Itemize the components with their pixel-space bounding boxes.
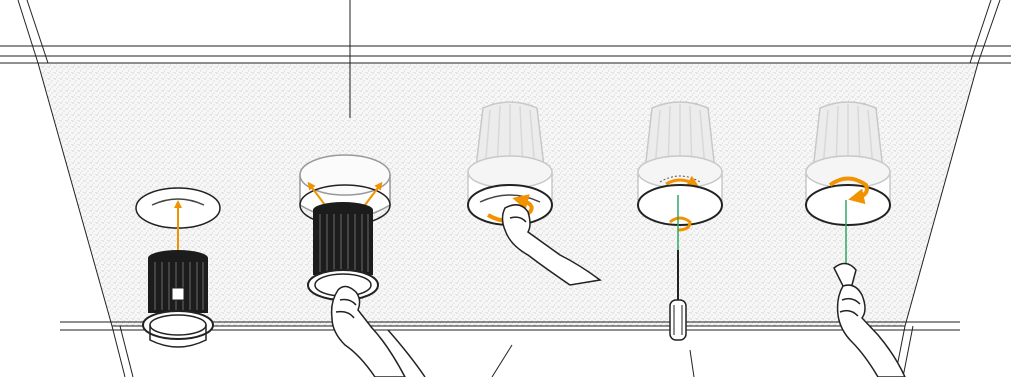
led-module-1 xyxy=(143,250,213,347)
led-module-2 xyxy=(308,202,378,300)
step-1-insert-module xyxy=(136,188,220,347)
